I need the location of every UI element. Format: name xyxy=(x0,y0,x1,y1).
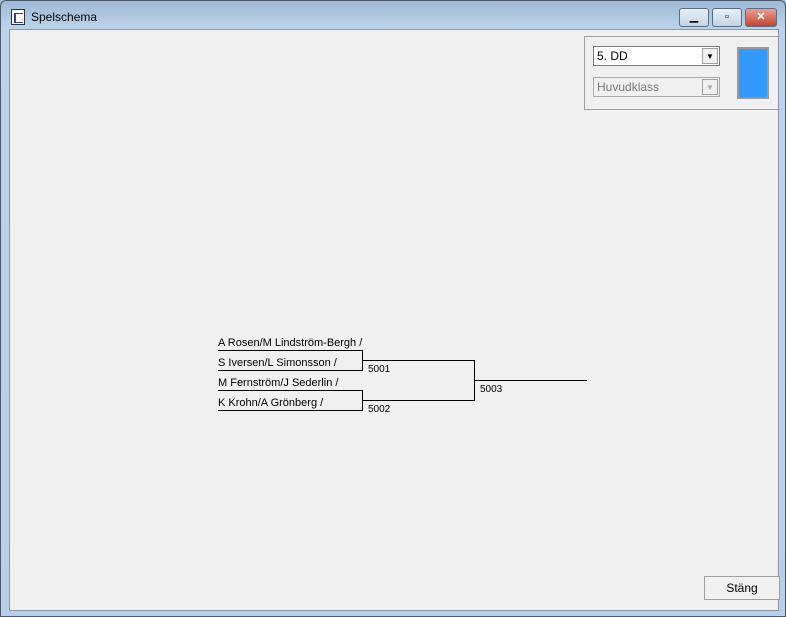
app-icon xyxy=(11,9,25,25)
class-select-value: 5. DD xyxy=(597,49,628,63)
bracket-line xyxy=(362,400,475,401)
player-entry: A Rosen/M Lindström-Bergh / xyxy=(218,337,363,349)
class-panel: 5. DD ▼ Huvudklass ▼ xyxy=(584,36,780,110)
player-entry: M Fernström/J Sederlin / xyxy=(218,377,339,389)
subclass-select: Huvudklass ▼ xyxy=(593,77,720,97)
chevron-down-icon[interactable]: ▼ xyxy=(702,48,718,64)
close-window-button[interactable]: ✕ xyxy=(745,8,777,27)
subclass-select-value: Huvudklass xyxy=(597,80,660,94)
bracket-line xyxy=(218,410,363,411)
bracket-line xyxy=(218,350,363,351)
player-entry: K Krohn/A Grönberg / xyxy=(218,397,324,409)
bracket-line xyxy=(218,370,363,371)
bracket-line xyxy=(218,390,363,391)
close-button[interactable]: Stäng xyxy=(704,576,780,600)
match-number: 5003 xyxy=(480,384,503,395)
chevron-down-icon: ▼ xyxy=(702,79,718,95)
minimize-button[interactable]: ▁ xyxy=(679,8,709,27)
bracket-line xyxy=(362,360,475,361)
bracket-line xyxy=(474,380,587,381)
client-area: 5. DD ▼ Huvudklass ▼ A Rosen/M Lindström… xyxy=(9,29,780,611)
match-number: 5001 xyxy=(368,364,391,375)
player-entry: S Iversen/L Simonsson / xyxy=(218,357,337,369)
window-title: Spelschema xyxy=(31,10,98,24)
color-swatch[interactable] xyxy=(737,47,769,99)
class-select[interactable]: 5. DD ▼ xyxy=(593,46,720,66)
maximize-button[interactable]: ▫ xyxy=(712,8,742,27)
match-number: 5002 xyxy=(368,404,391,415)
